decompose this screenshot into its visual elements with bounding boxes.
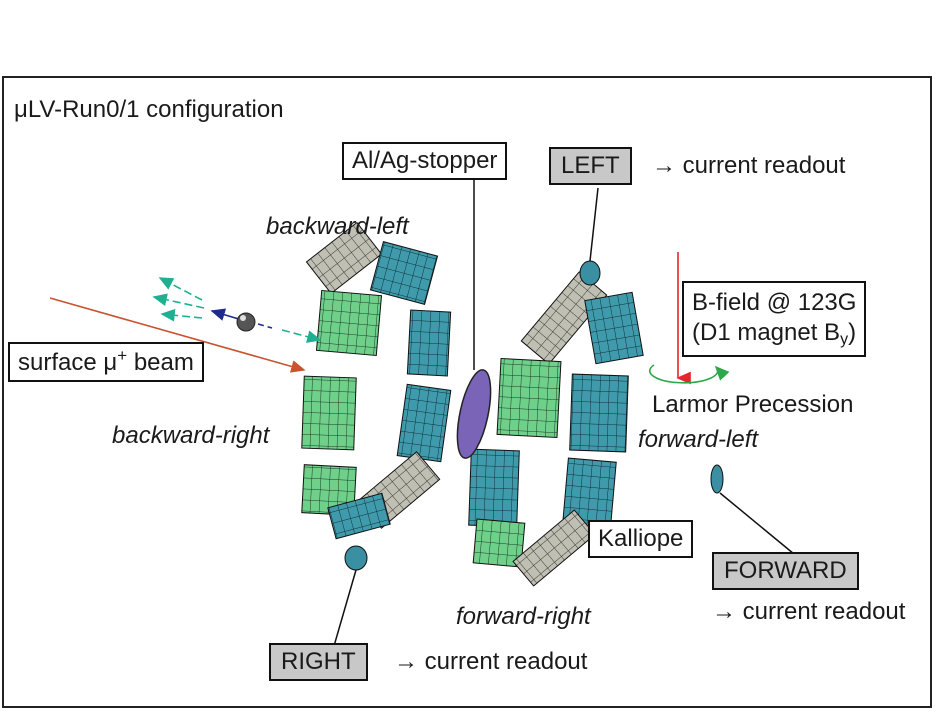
forward-right-label: forward-right bbox=[456, 603, 591, 630]
forward-counter-line bbox=[719, 492, 795, 555]
muon-ball-highlight bbox=[240, 315, 246, 321]
left-counter-line bbox=[589, 187, 599, 262]
beam-sup: + bbox=[117, 346, 128, 365]
positron-arrow bbox=[158, 277, 203, 301]
forward-counter-label: FORWARD bbox=[724, 557, 847, 584]
right-readout-text: current readout bbox=[424, 648, 588, 675]
positron-arrow bbox=[281, 329, 322, 343]
bfield-line2: (D1 magnet By) bbox=[692, 318, 856, 350]
left-readout: → current readout bbox=[652, 154, 845, 178]
left-readout-arrow: → bbox=[652, 152, 676, 179]
muon-momentum-arrow bbox=[210, 308, 243, 321]
backward-detector-ring bbox=[301, 221, 452, 540]
forward-detector-ring bbox=[468, 271, 644, 587]
right-readout-arrow: → bbox=[394, 648, 418, 675]
left-counter-label: LEFT bbox=[561, 152, 620, 179]
bfield-line1: B-field @ 123G bbox=[692, 289, 857, 316]
backward-left-label: backward-left bbox=[266, 213, 409, 240]
larmor-precession-arrow bbox=[649, 364, 730, 384]
right-readout: → current readout bbox=[394, 650, 587, 674]
left-readout-text: current readout bbox=[682, 152, 846, 179]
right-counter-box: RIGHT bbox=[269, 643, 368, 681]
beam-prefix: surface μ bbox=[18, 349, 118, 376]
backward-right-label: backward-right bbox=[112, 422, 270, 449]
muon-ball bbox=[236, 312, 256, 332]
larmor-label: Larmor Precession bbox=[652, 391, 854, 418]
detector-diagram bbox=[49, 175, 795, 647]
positron-arrow bbox=[152, 293, 205, 309]
right-counter-label: RIGHT bbox=[281, 648, 356, 675]
left-counter-disc bbox=[579, 260, 601, 286]
beam-suffix: beam bbox=[133, 349, 194, 376]
bfield-line2-prefix: (D1 magnet B bbox=[692, 319, 841, 346]
right-counter-disc bbox=[344, 545, 368, 571]
stopper-disc bbox=[456, 369, 492, 459]
stopper-label: Al/Ag-stopper bbox=[342, 142, 508, 180]
diagram-frame: μLV-Run0/1 configuration Al/Ag-stopper L… bbox=[2, 76, 932, 708]
positron-arrow bbox=[160, 308, 203, 322]
muon-beam-arrow bbox=[49, 297, 306, 373]
left-counter-box: LEFT bbox=[549, 147, 632, 185]
bfield-box: B-field @ 123G (D1 magnet By) bbox=[682, 281, 867, 357]
forward-readout-text: current readout bbox=[742, 598, 906, 625]
bfield-line2-sub: y bbox=[840, 331, 849, 348]
kalliope-label: Kalliope bbox=[588, 520, 694, 558]
diagram-title: μLV-Run0/1 configuration bbox=[14, 96, 284, 123]
bfield-line2-suffix: ) bbox=[848, 319, 857, 346]
forward-left-label: forward-left bbox=[638, 426, 759, 453]
forward-readout: → current readout bbox=[712, 600, 905, 624]
beam-box: surface μ+ beam bbox=[8, 342, 204, 382]
right-counter-line bbox=[333, 569, 357, 647]
forward-counter-disc bbox=[710, 464, 724, 494]
forward-counter-box: FORWARD bbox=[712, 552, 859, 590]
forward-readout-arrow: → bbox=[712, 598, 736, 625]
muon-spin-arrow bbox=[257, 323, 273, 329]
